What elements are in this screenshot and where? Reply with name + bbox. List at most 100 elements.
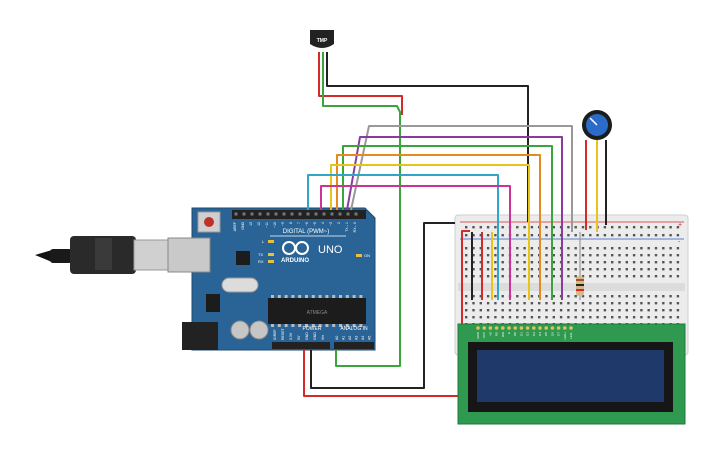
- terminal-hole: [472, 316, 475, 319]
- lcd-pin[interactable]: [494, 326, 499, 330]
- digital-pin-hole[interactable]: [298, 212, 302, 216]
- terminal-hole: [501, 247, 504, 250]
- digital-pin-hole[interactable]: [290, 212, 294, 216]
- lcd-pin-label: VCC: [482, 331, 486, 338]
- terminal-hole: [538, 309, 541, 312]
- terminal-hole: [567, 254, 570, 257]
- rail-hole: [647, 226, 650, 229]
- analog-pin-label: A3: [355, 336, 359, 340]
- lcd-pin-label: RW: [501, 332, 505, 337]
- terminal-hole: [632, 261, 636, 264]
- lcd-pin[interactable]: [532, 326, 536, 330]
- digital-pin-hole[interactable]: [346, 212, 350, 216]
- digital-pin-hole[interactable]: [282, 212, 286, 216]
- lcd-pin[interactable]: [519, 326, 524, 330]
- lcd-pin[interactable]: [482, 326, 487, 330]
- chip-leg: [332, 324, 336, 327]
- digital-pin-label: RX←0: [353, 222, 357, 232]
- digital-pin-hole[interactable]: [322, 212, 326, 216]
- digital-pin-hole[interactable]: [354, 212, 358, 216]
- terminal-hole: [669, 316, 672, 319]
- digital-pin-hole[interactable]: [314, 212, 318, 216]
- lcd-pin[interactable]: [556, 326, 561, 330]
- digital-pin-hole[interactable]: [234, 212, 238, 216]
- terminal-hole: [472, 268, 475, 271]
- terminal-hole: [567, 316, 570, 319]
- terminal-hole: [589, 247, 592, 250]
- reset-button[interactable]: [204, 217, 214, 227]
- terminal-hole: [603, 268, 607, 271]
- rail-hole: [545, 226, 548, 229]
- rail-hole: [640, 226, 643, 229]
- terminal-hole: [552, 295, 555, 298]
- terminal-hole: [581, 295, 585, 298]
- potentiometer[interactable]: [582, 110, 612, 140]
- terminal-hole: [662, 302, 665, 305]
- lcd-pin[interactable]: [538, 326, 542, 330]
- digital-pin-label: 12: [257, 222, 261, 226]
- digital-pin-hole[interactable]: [338, 212, 342, 216]
- digital-pin-hole[interactable]: [242, 212, 246, 216]
- lcd-pin[interactable]: [513, 326, 517, 330]
- terminal-hole: [625, 261, 628, 264]
- terminal-hole: [567, 247, 570, 250]
- lcd-pin[interactable]: [476, 326, 480, 330]
- chip-leg: [339, 324, 342, 327]
- terminal-hole: [479, 309, 482, 312]
- terminal-hole: [465, 247, 468, 250]
- lcd-pin[interactable]: [544, 326, 548, 330]
- terminal-hole: [647, 268, 650, 271]
- rail-hole: [654, 226, 658, 229]
- terminal-hole: [545, 247, 548, 250]
- lcd-pin[interactable]: [569, 326, 573, 330]
- voltage-regulator: [206, 294, 220, 312]
- led-l: [268, 240, 274, 243]
- lcd-pin[interactable]: [507, 326, 511, 330]
- terminal-hole: [618, 254, 621, 257]
- digital-pin-hole[interactable]: [266, 212, 270, 216]
- terminal-hole: [603, 295, 607, 298]
- lcd-pin[interactable]: [501, 326, 505, 330]
- lcd-pin[interactable]: [525, 326, 530, 330]
- terminal-hole: [508, 309, 512, 312]
- terminal-hole: [567, 268, 570, 271]
- lcd-pin-label: D4: [538, 332, 542, 336]
- power-header-label: POWER: [303, 326, 322, 332]
- terminal-hole: [596, 302, 599, 305]
- analog-pin-label: A1: [342, 336, 346, 340]
- digital-pin-hole[interactable]: [258, 212, 262, 216]
- terminal-hole: [603, 247, 607, 250]
- terminal-hole: [567, 302, 570, 305]
- wire-yellow: [330, 164, 530, 300]
- terminal-hole: [662, 247, 665, 250]
- lcd-pin[interactable]: [550, 326, 555, 330]
- sensor-body: [310, 30, 334, 48]
- terminal-hole: [479, 316, 482, 319]
- digital-pin-hole[interactable]: [306, 212, 310, 216]
- digital-pin-hole[interactable]: [274, 212, 278, 216]
- chip-leg: [339, 295, 342, 298]
- digital-pin-hole[interactable]: [330, 212, 334, 216]
- terminal-hole: [567, 261, 570, 264]
- terminal-hole: [596, 254, 599, 257]
- terminal-hole: [552, 316, 555, 319]
- terminal-hole: [647, 261, 650, 264]
- rail-hole: [625, 234, 628, 237]
- terminal-hole: [632, 316, 636, 319]
- rail-hole: [669, 234, 672, 237]
- terminal-hole: [523, 302, 526, 305]
- terminal-hole: [654, 295, 658, 298]
- power-pin-label: GND: [305, 332, 309, 340]
- digital-pin-hole[interactable]: [250, 212, 254, 216]
- led-tx-label: TX: [258, 252, 263, 257]
- lcd-pin[interactable]: [488, 326, 493, 330]
- led-tx: [268, 253, 274, 256]
- terminal-hole: [662, 309, 665, 312]
- power-header: [272, 342, 330, 349]
- terminal-hole: [581, 309, 585, 312]
- lcd-pin[interactable]: [563, 326, 567, 330]
- rail-hole: [472, 226, 475, 229]
- terminal-hole: [662, 275, 665, 278]
- lcd-pin-label: D2: [526, 332, 530, 336]
- chip-leg: [298, 324, 302, 327]
